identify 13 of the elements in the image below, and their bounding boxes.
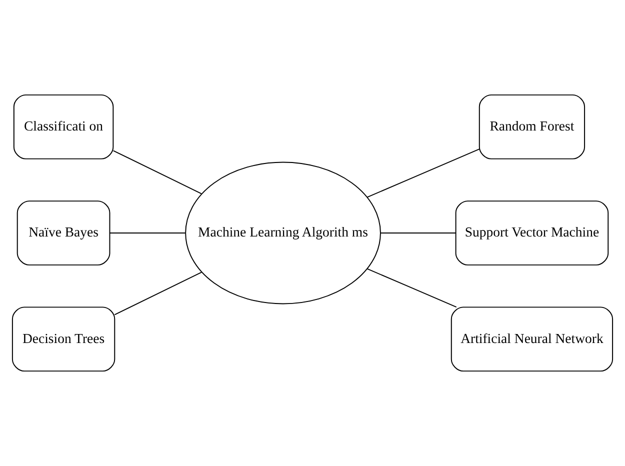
- connector: [112, 150, 202, 194]
- node-box: Naïve Bayes: [16, 200, 110, 266]
- connector: [114, 272, 202, 316]
- connector: [366, 148, 480, 198]
- connector: [380, 232, 456, 234]
- node-ellipse: Machine Learning Algorith ms: [185, 162, 381, 304]
- node-box: Support Vector Machine: [455, 200, 609, 266]
- node-box: Decision Trees: [12, 306, 116, 372]
- node-box: Artificial Neural Network: [450, 306, 614, 372]
- node-box: Classificati on: [13, 94, 114, 160]
- connector: [366, 268, 457, 308]
- node-box: Random Forest: [478, 94, 586, 160]
- connector: [109, 232, 186, 234]
